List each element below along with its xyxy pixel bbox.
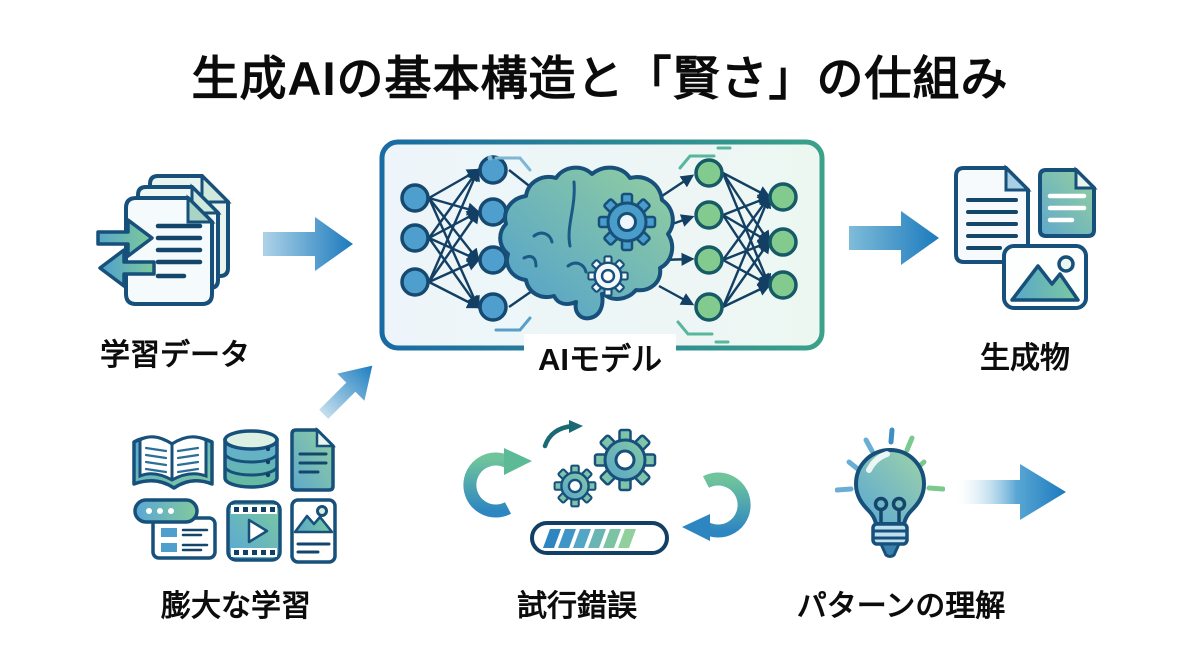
green-document-icon — [1038, 166, 1098, 238]
documents-exchange-icon — [96, 174, 232, 306]
image-file-icon — [1002, 244, 1088, 310]
lightbulb-icon — [835, 427, 945, 558]
green-nodes — [694, 158, 798, 322]
progress-bar — [530, 521, 669, 555]
gear-icon — [587, 255, 629, 297]
pattern-understanding-label: パターンの理解 — [796, 590, 1006, 623]
page-title: 生成AIの基本構造と「賢さ」の仕組み — [191, 52, 1009, 105]
gear-icon — [553, 464, 597, 508]
database-icon — [223, 429, 279, 489]
stacked-pages — [124, 174, 232, 306]
image-icon — [290, 498, 337, 564]
book-icon — [132, 435, 214, 490]
web-content-icon — [133, 498, 217, 560]
neural-network-brain-gears-icon — [379, 139, 825, 351]
tech-accent-marks — [487, 146, 732, 344]
document-icon — [290, 426, 337, 492]
bulb-glass — [853, 447, 927, 526]
brain-icon — [498, 165, 675, 321]
training-data-label: 学習データ — [100, 339, 250, 372]
refresh-arrow-icon — [542, 420, 583, 449]
filament — [873, 496, 907, 524]
cycle-arrow-left-icon — [463, 448, 532, 518]
cycle-arrow-right-icon — [682, 472, 751, 541]
massive-learning-label: 膨大な学習 — [161, 590, 311, 623]
ai-model-label: AIモデル — [524, 334, 676, 379]
arrow-in-icon — [96, 218, 154, 258]
text-document-icon — [954, 164, 1032, 264]
book-database-document-web-video-image-icons — [132, 426, 337, 564]
gear-icon — [597, 192, 657, 252]
bulb-base — [871, 522, 909, 558]
output-layer-connections — [658, 171, 772, 309]
gear-icon — [593, 428, 657, 492]
flow-arrow-result-icon — [956, 464, 1066, 520]
flow-arrow-diagonal-icon — [319, 365, 373, 419]
flow-arrow-output-icon — [849, 211, 939, 265]
cycle-arrows-gears-progress-bar-icon — [463, 420, 751, 555]
trial-and-error-label: 試行錯誤 — [517, 590, 637, 623]
output-label: 生成物 — [980, 342, 1070, 375]
generated-text-and-image-files-icon — [954, 164, 1098, 310]
arrow-out-icon — [98, 248, 156, 288]
video-icon — [226, 500, 282, 562]
flow-arrow-input-icon — [263, 217, 353, 271]
blue-nodes — [400, 155, 508, 322]
